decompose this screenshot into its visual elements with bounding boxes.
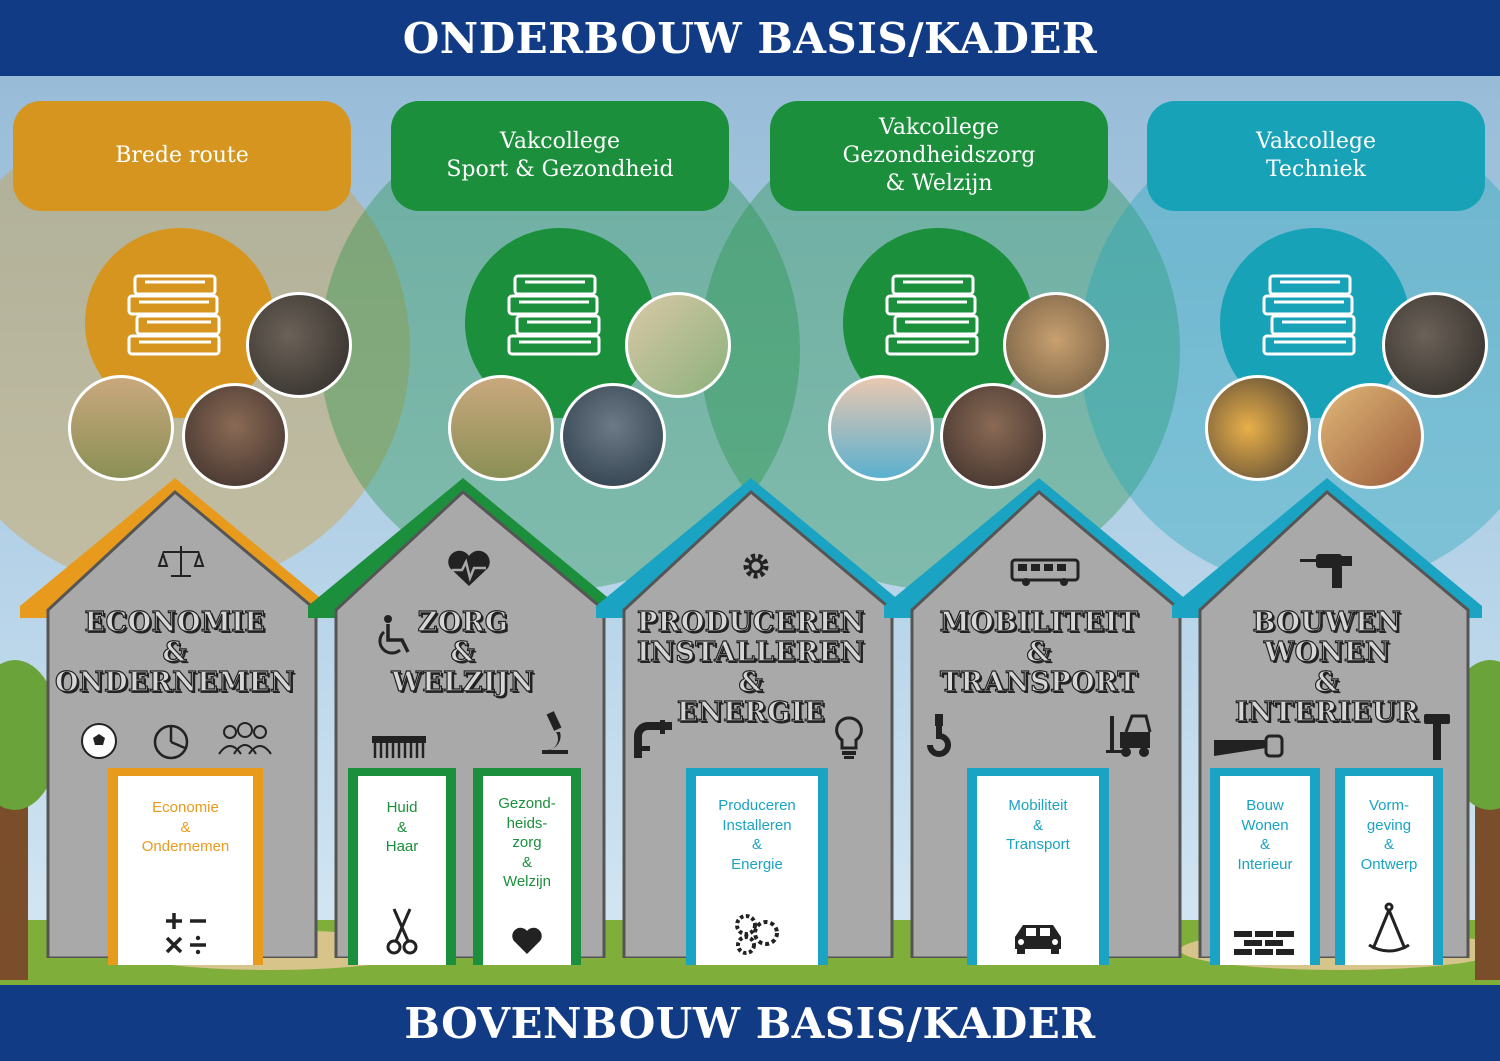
door-produceren[interactable]: Produceren Installeren & Energie — [686, 768, 828, 965]
door-text: Huid & Haar — [385, 799, 419, 855]
photo-workshop — [246, 292, 352, 398]
drill-icon — [1300, 554, 1352, 588]
photo-hair — [182, 383, 288, 489]
books-icon — [127, 274, 221, 356]
house-mobiliteit: MOBILITEIT & TRANSPORT Mobiliteit & Tran… — [884, 478, 1194, 965]
door-bouw-wonen[interactable]: Bouw Wonen & Interieur — [1210, 768, 1320, 965]
house-zorg: ZORG & WELZIJN Huid & Haar Gezond- heids… — [308, 478, 618, 965]
photo-carpentry — [1318, 383, 1424, 489]
books-icon — [885, 274, 979, 356]
door-text: Produceren Installeren & Energie — [718, 797, 796, 873]
photo-hair — [940, 383, 1046, 489]
gear-icon — [743, 553, 769, 579]
gears-icon — [735, 914, 779, 955]
top-banner-title: ONDERBOUW BASIS/KADER — [402, 13, 1098, 63]
photo-welding — [1205, 375, 1311, 481]
door-text: Economie & Ondernemen — [141, 799, 230, 855]
photo-climbing — [625, 292, 731, 398]
door-label: Bouw Wonen & Interieur — [1220, 776, 1310, 965]
door-text: Bouw Wonen & Interieur — [1237, 797, 1293, 873]
football-icon — [81, 723, 117, 759]
heartbeat-icon — [448, 550, 490, 586]
photo-gym — [448, 375, 554, 481]
calculator-symbols-icon — [165, 913, 206, 955]
bottom-banner: BOVENBOUW BASIS/KADER — [0, 985, 1500, 1061]
route-techniek: Vakcollege Techniek — [1147, 101, 1485, 211]
pie-chart-icon — [153, 724, 189, 760]
photo-football — [560, 383, 666, 489]
route-brede: Brede route — [13, 101, 351, 211]
house-bouwen: BOUWEN WONEN & INTERIEUR Bouw Wonen & In… — [1172, 478, 1482, 965]
house-title: MOBILITEIT & TRANSPORT — [939, 607, 1139, 698]
forklift-icon — [1106, 714, 1152, 757]
bus-icon — [1010, 558, 1080, 586]
door-text: Vorm- geving & Ontwerp — [1360, 797, 1418, 873]
bricks-icon — [1234, 931, 1294, 955]
door-label: Gezond- heids- zorg & Welzijn — [483, 776, 571, 965]
bottom-banner-title: BOVENBOUW BASIS/KADER — [404, 998, 1096, 1048]
door-label: Economie & Ondernemen — [118, 776, 253, 965]
door-text: Gezond- heids- zorg & Welzijn — [498, 795, 556, 890]
car-icon — [1015, 925, 1061, 954]
top-banner: ONDERBOUW BASIS/KADER — [0, 0, 1500, 76]
compass-icon — [1368, 902, 1410, 953]
scale-icon — [157, 546, 205, 577]
lightbulb-icon — [835, 716, 863, 759]
people-icon — [218, 722, 272, 755]
photo-cooking — [1003, 292, 1109, 398]
route-sport: Vakcollege Sport & Gezondheid — [391, 101, 729, 211]
door-vormgeving[interactable]: Vorm- geving & Ontwerp — [1335, 768, 1443, 965]
route-zorg: Vakcollege Gezondheidszorg & Welzijn — [770, 101, 1108, 211]
house-economie: ECONOMIE & ONDERNEMEN Economie & Onderne… — [20, 478, 330, 965]
saw-icon — [1214, 734, 1284, 758]
books-icon — [1262, 274, 1356, 356]
hammer-icon — [1424, 714, 1450, 760]
house-produceren: PRODUCEREN INSTALLEREN & ENERGIE Produce… — [596, 478, 906, 965]
door-huid-haar[interactable]: Huid & Haar — [348, 768, 456, 965]
photo-baby — [828, 375, 934, 481]
door-gezondheidszorg[interactable]: Gezond- heids- zorg & Welzijn — [473, 768, 581, 965]
house-title: ECONOMIE & ONDERNEMEN — [54, 607, 296, 698]
house-title: BOUWEN WONEN & INTERIEUR — [1234, 607, 1420, 728]
door-label: Mobiliteit & Transport — [977, 776, 1099, 965]
books-icon — [507, 274, 601, 356]
door-text: Mobiliteit & Transport — [1006, 797, 1070, 853]
pipe-icon — [634, 720, 672, 758]
wheelchair-icon — [378, 615, 410, 655]
photo-workshop — [1382, 292, 1488, 398]
door-label: Produceren Installeren & Energie — [696, 776, 818, 965]
door-mobiliteit[interactable]: Mobiliteit & Transport — [967, 768, 1109, 965]
door-label: Huid & Haar — [358, 776, 446, 965]
comb-icon — [372, 736, 426, 758]
scissors-icon — [386, 908, 418, 955]
microscope-icon — [542, 711, 568, 754]
heart-icon — [512, 927, 542, 954]
hook-icon — [927, 714, 951, 757]
door-label: Vorm- geving & Ontwerp — [1345, 776, 1433, 965]
house-title: PRODUCEREN INSTALLEREN & ENERGIE — [636, 607, 866, 728]
door-economie[interactable]: Economie & Ondernemen — [108, 768, 263, 965]
house-title: ZORG & WELZIJN — [391, 607, 535, 698]
photo-gym — [68, 375, 174, 481]
